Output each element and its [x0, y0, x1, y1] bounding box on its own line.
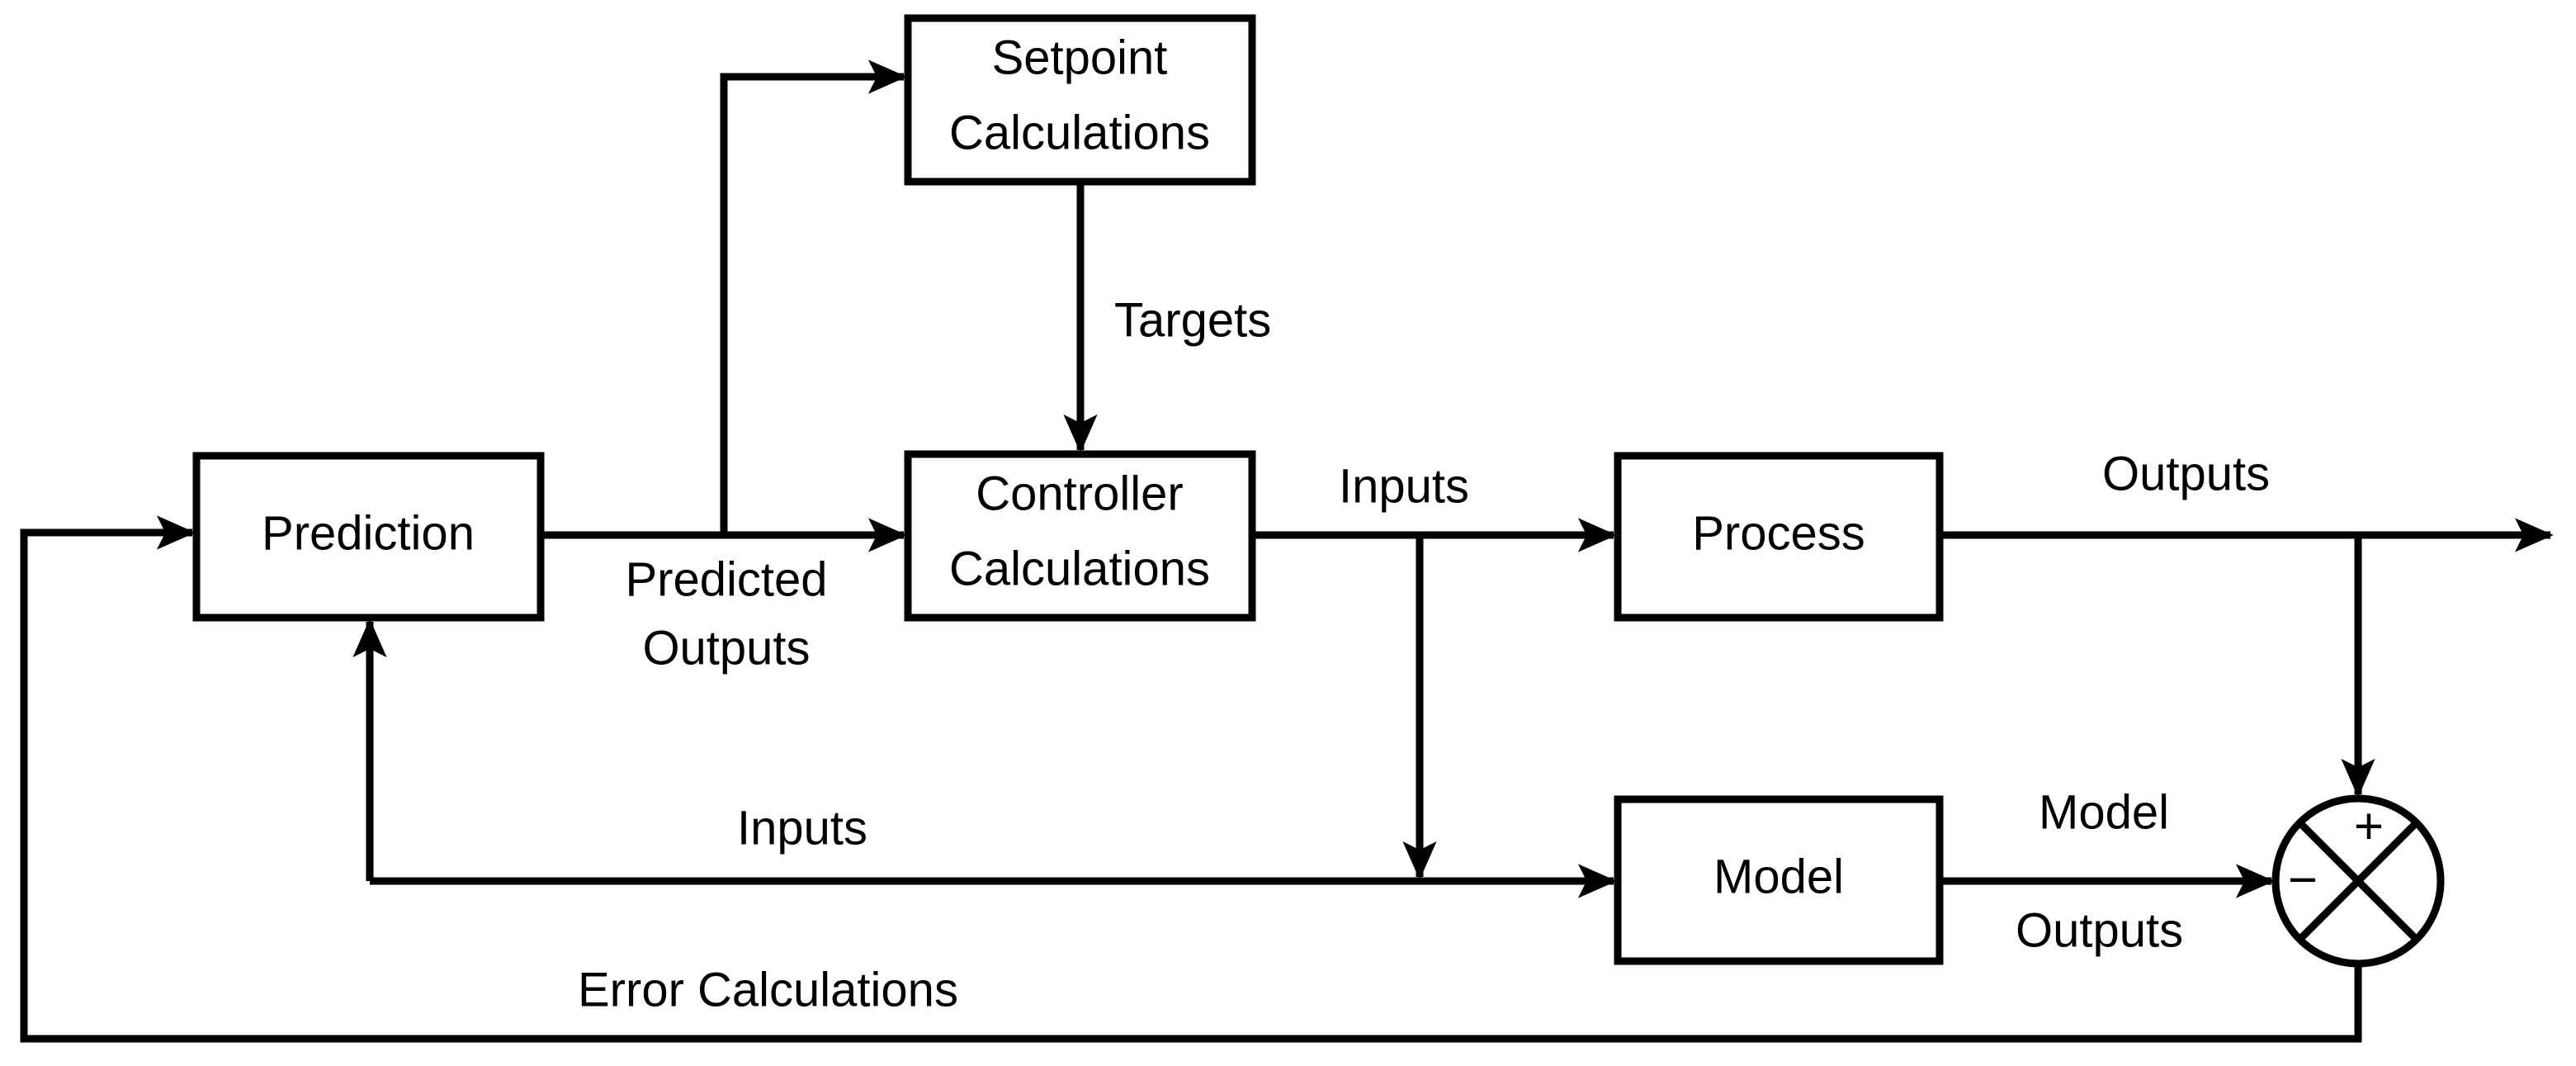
- wire-error-feedback: [20, 515, 2362, 1043]
- summing-junction-plus-sign: +: [2354, 798, 2384, 855]
- process-label: Process: [1692, 506, 1865, 560]
- edge-label-error-calculations: Error Calculations: [578, 963, 958, 1016]
- block-controller-calculations[interactable]: Controller Calculations: [904, 450, 1256, 622]
- prediction-box[interactable]: [192, 452, 545, 622]
- summing-junction: + −: [2271, 794, 2445, 968]
- controller-calculations-label-line2: Calculations: [949, 542, 1210, 595]
- edge-label-controller-inputs: Inputs: [1339, 459, 1469, 513]
- edge-label-prediction-inputs: Inputs: [737, 801, 867, 855]
- edge-label-model-outputs-line1: Model: [2039, 785, 2169, 839]
- summing-junction-minus-sign: −: [2288, 851, 2318, 908]
- block-process[interactable]: Process: [1614, 452, 1944, 622]
- edge-label-predicted-outputs-line1: Predicted: [625, 552, 827, 606]
- setpoint-calculations-box[interactable]: [904, 14, 1256, 186]
- summing-junction-cross: [2296, 819, 2420, 943]
- wire-prediction-to-setpoint: [720, 59, 907, 535]
- block-prediction[interactable]: Prediction: [192, 452, 545, 622]
- controller-calculations-box[interactable]: [904, 450, 1256, 622]
- block-setpoint-calculations[interactable]: Setpoint Calculations: [904, 14, 1256, 186]
- prediction-label: Prediction: [262, 506, 475, 560]
- edge-label-process-outputs: Outputs: [2102, 447, 2270, 500]
- setpoint-calculations-label-line1: Setpoint: [992, 31, 1168, 84]
- model-box[interactable]: [1614, 795, 1944, 965]
- controller-calculations-label-line1: Controller: [976, 467, 1183, 520]
- setpoint-calculations-label-line2: Calculations: [949, 106, 1210, 159]
- edge-label-targets: Targets: [1114, 293, 1271, 347]
- edge-label-predicted-outputs-line2: Outputs: [642, 621, 810, 675]
- model-label: Model: [1713, 850, 1844, 903]
- process-box[interactable]: [1614, 452, 1944, 622]
- block-model[interactable]: Model: [1614, 795, 1944, 965]
- edge-label-model-outputs-line2: Outputs: [2016, 903, 2183, 957]
